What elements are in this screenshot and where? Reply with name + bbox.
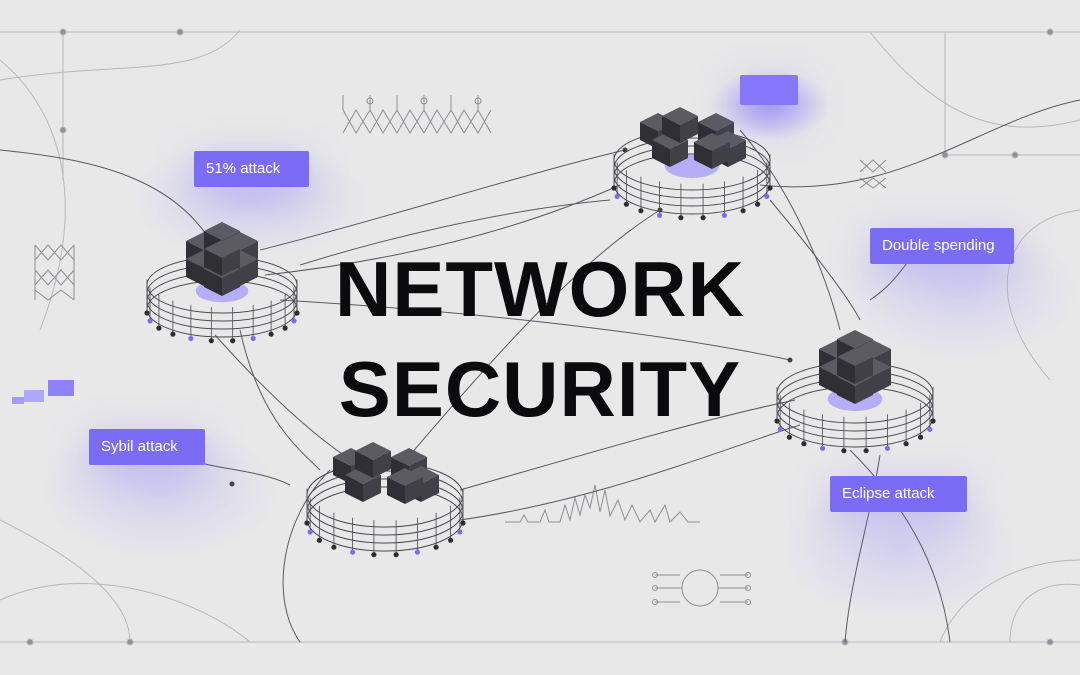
tag-double-spending: Double spending (870, 228, 1014, 264)
bar-steps-icon (12, 380, 74, 404)
waveform-icon (505, 484, 700, 524)
tag-sybil-attack: Sybil attack (89, 429, 205, 465)
tag-51-percent-attack: 51% attack (194, 151, 309, 187)
title-line-2: SECURITY (338, 345, 742, 433)
server-node-icon (144, 222, 300, 344)
tag-eclipse-attack: Eclipse attack (830, 476, 967, 512)
lattice-icon (859, 159, 887, 189)
lattice-icon (34, 244, 75, 301)
highlight-block (740, 75, 798, 105)
lattice-icon (342, 95, 492, 134)
block-cluster-icon (304, 442, 466, 558)
globe-icon (652, 569, 751, 607)
server-node-icon (774, 330, 936, 454)
title-line-1: NETWORK (335, 245, 745, 333)
block-cluster-icon (611, 107, 773, 221)
